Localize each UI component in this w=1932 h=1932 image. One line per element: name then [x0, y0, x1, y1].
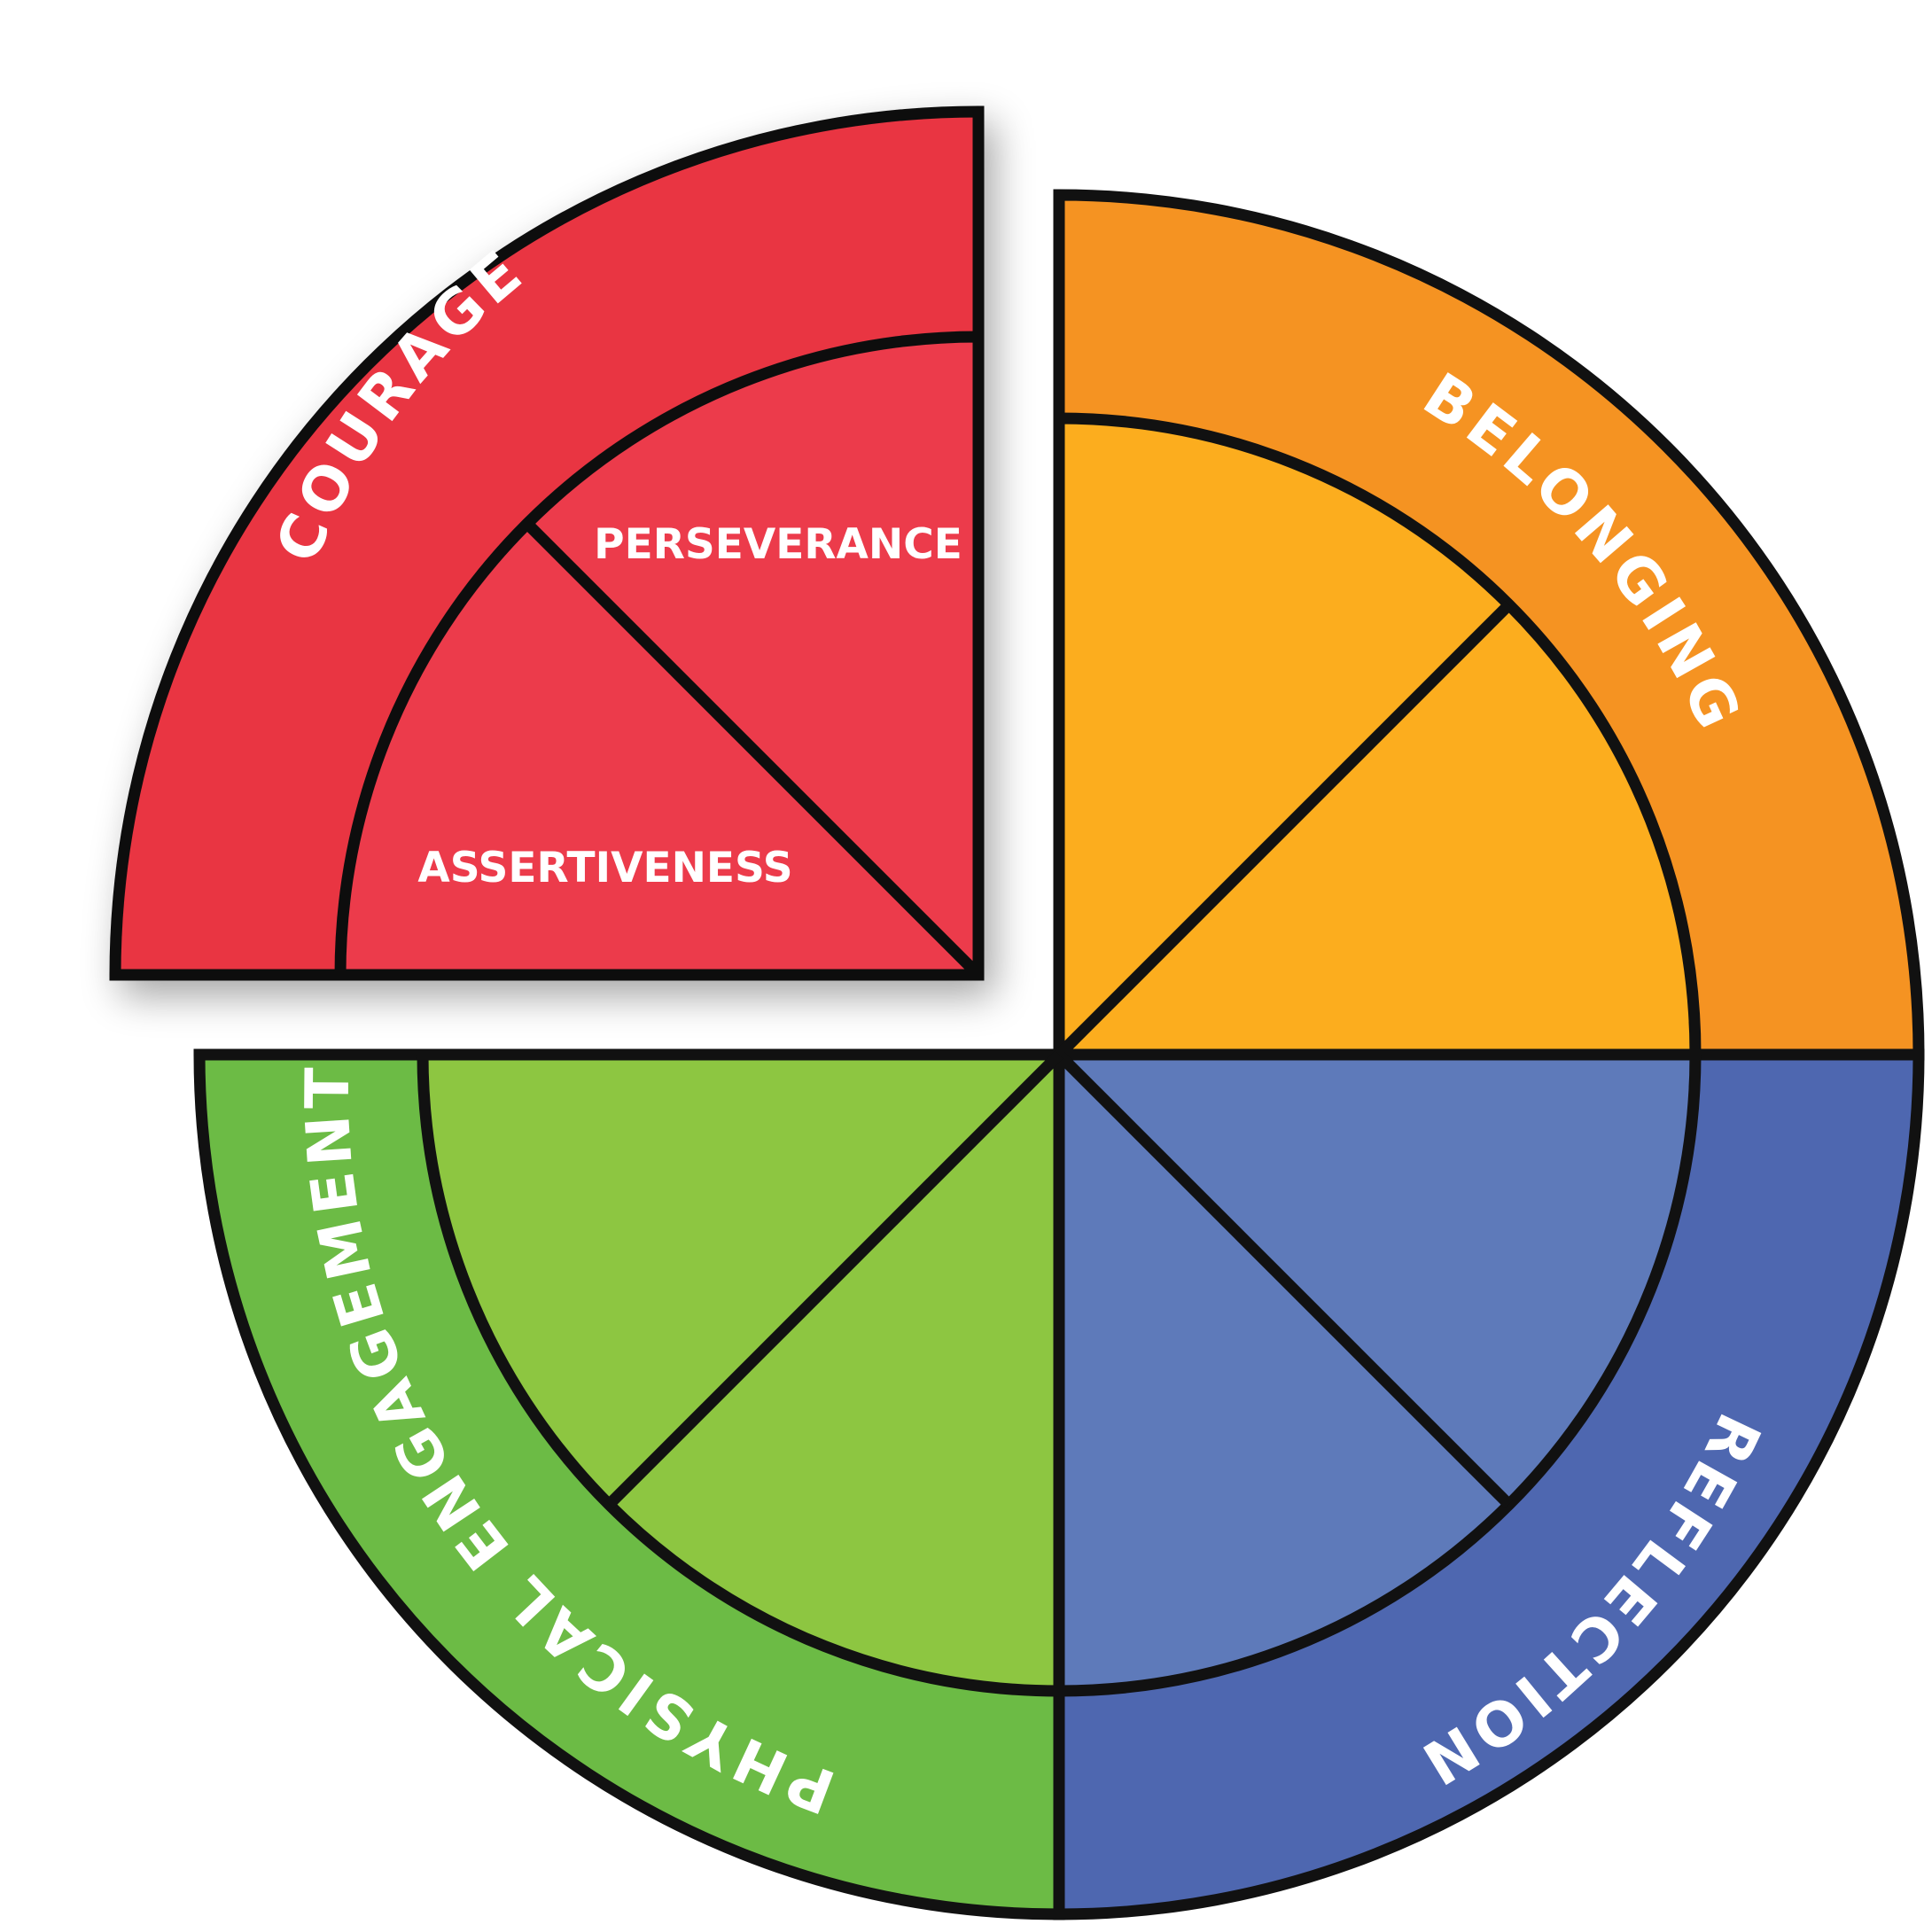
belonging-divider — [1055, 600, 1514, 1059]
perseverance-label: PERSEVERANCE — [594, 520, 962, 569]
physical-engagement-divider — [604, 1050, 1063, 1509]
assertiveness-label: ASSERTIVENESS — [417, 844, 792, 892]
reflection-divider — [1055, 1050, 1514, 1509]
quadrant-belonging: BELONGING — [1053, 189, 1925, 1061]
quadrant-reflection: REFLECTION — [1053, 1048, 1925, 1920]
courage-divider — [523, 519, 983, 979]
quadrant-courage: COURAGE PERSEVERANCE ASSERTIVENESS — [109, 105, 985, 981]
quadrant-physical-engagement: PHYSICAL ENGAGEMENT — [193, 1048, 1065, 1920]
